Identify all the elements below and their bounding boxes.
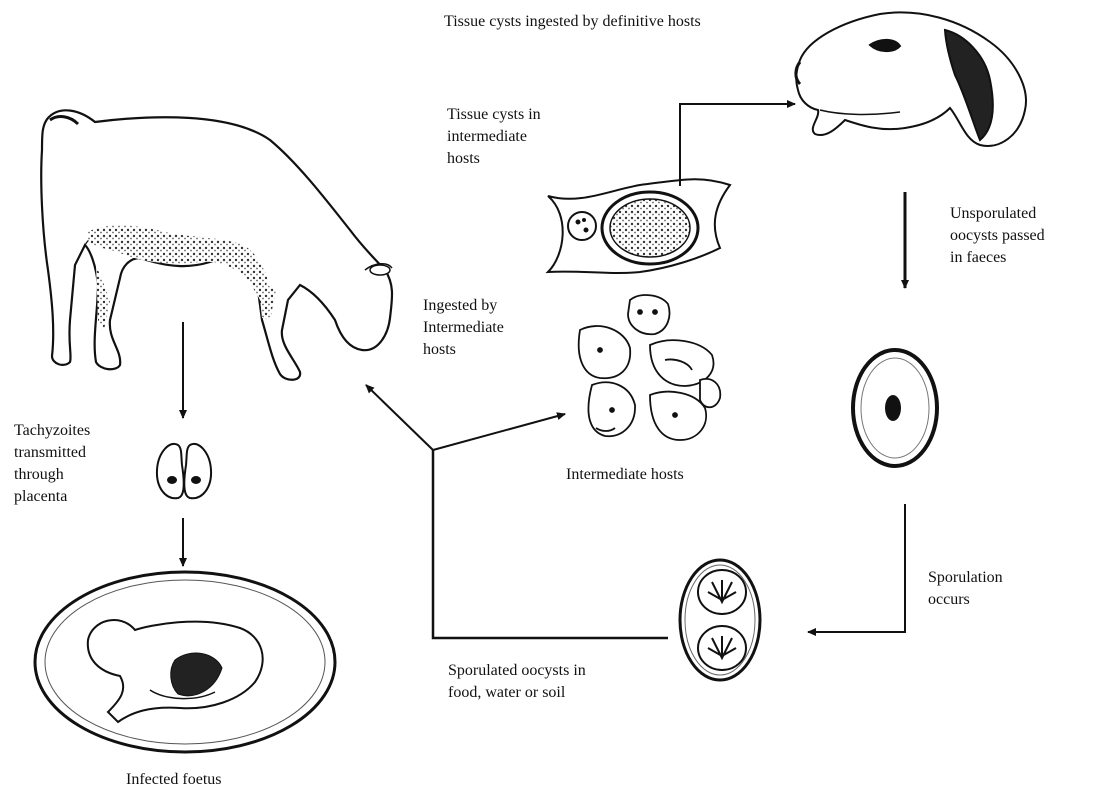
- dog-head-illustration: [796, 12, 1026, 145]
- label-line: food, water or soil: [448, 682, 586, 704]
- tissue-cyst-illustration: [548, 179, 730, 273]
- label-line: occurs: [928, 589, 1003, 611]
- label-line: hosts: [423, 339, 504, 361]
- label-line: oocysts passed: [950, 225, 1045, 247]
- cow-illustration: [41, 110, 392, 379]
- label-line: Ingested by: [423, 295, 504, 317]
- label-line: Unsporulated: [950, 203, 1045, 225]
- label-line: placenta: [14, 486, 90, 508]
- label-line: hosts: [447, 148, 541, 170]
- label-line: Sporulation: [928, 567, 1003, 589]
- label-sporulated-oocysts: Sporulated oocysts in food, water or soi…: [448, 660, 586, 704]
- label-line: transmitted: [14, 442, 90, 464]
- label-line: through: [14, 464, 90, 486]
- label-intermediate-hosts: Intermediate hosts: [566, 464, 684, 486]
- sporulated-oocyst-illustration: [680, 560, 760, 680]
- label-infected-foetus: Infected foetus: [126, 769, 222, 791]
- label-line: Sporulated oocysts in: [448, 660, 586, 682]
- tachyzoites-illustration: [157, 444, 211, 498]
- label-definitive-ingest: Tissue cysts ingested by definitive host…: [444, 11, 701, 33]
- label-line: Tissue cysts in: [447, 104, 541, 126]
- unsporulated-oocyst-illustration: [853, 350, 937, 466]
- label-line: intermediate: [447, 126, 541, 148]
- label-line: Tachyzoites: [14, 420, 90, 442]
- infected-foetus-illustration: [35, 572, 335, 752]
- label-line: Intermediate: [423, 317, 504, 339]
- label-tachyzoites: Tachyzoites transmitted through placenta: [14, 420, 90, 508]
- label-line: in faeces: [950, 247, 1045, 269]
- label-unsporulated: Unsporulated oocysts passed in faeces: [950, 203, 1045, 269]
- intermediate-hosts-illustration: [579, 295, 721, 440]
- label-ingested-intermediate: Ingested by Intermediate hosts: [423, 295, 504, 361]
- label-tissue-cysts: Tissue cysts in intermediate hosts: [447, 104, 541, 170]
- label-sporulation: Sporulation occurs: [928, 567, 1003, 611]
